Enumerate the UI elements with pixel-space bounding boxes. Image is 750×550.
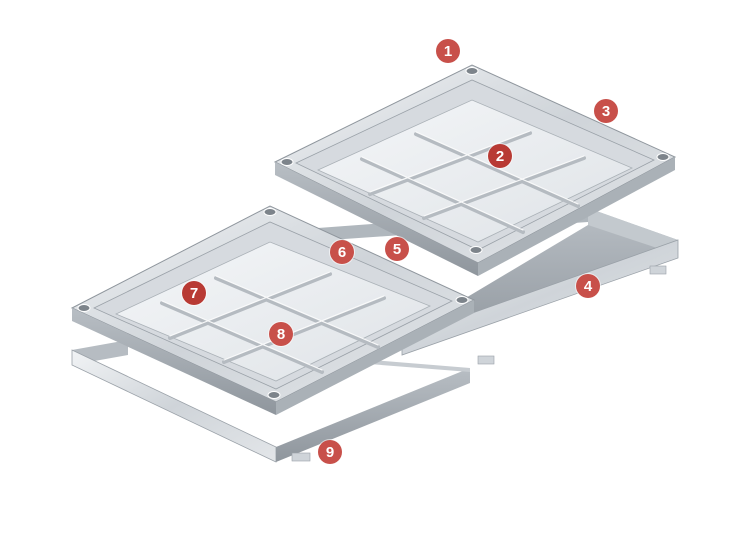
- callout-1: 1: [436, 39, 460, 63]
- callout-6: 6: [330, 240, 354, 264]
- callout-8: 8: [269, 322, 293, 346]
- callout-5: 5: [385, 237, 409, 261]
- callout-9: 9: [318, 440, 342, 464]
- callout-7: 7: [182, 281, 206, 305]
- callout-4: 4: [576, 274, 600, 298]
- callout-3: 3: [594, 99, 618, 123]
- cover-unit-left: [70, 205, 476, 415]
- cover-unit-right: [273, 64, 677, 276]
- callout-2: 2: [488, 144, 512, 168]
